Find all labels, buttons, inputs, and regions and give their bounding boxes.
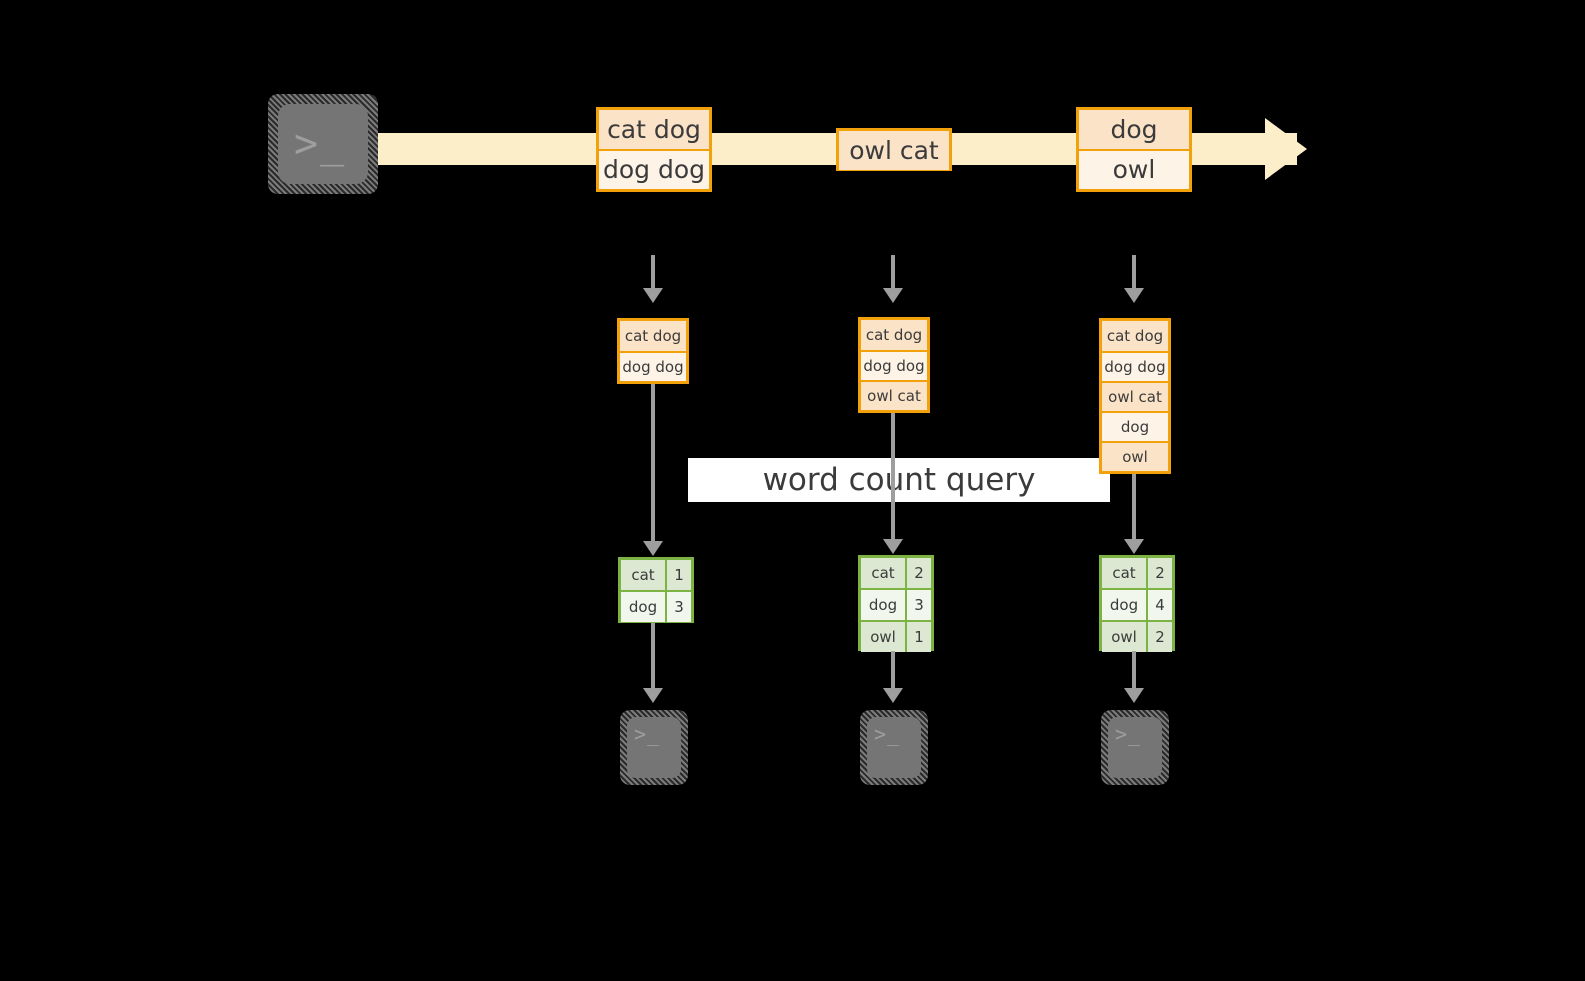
sink-terminal-3[interactable]: >_ — [1101, 710, 1169, 785]
input-line: cat dog — [620, 321, 686, 351]
sink-line-1 — [651, 623, 655, 691]
terminal-screen — [278, 104, 368, 184]
result-row: cat 1 — [621, 560, 691, 590]
record-line: owl cat — [839, 131, 949, 170]
feed-arrowhead-1 — [643, 288, 663, 303]
feed-arrowhead-2 — [883, 288, 903, 303]
query-arrowhead-3 — [1124, 539, 1144, 554]
feed-line-2 — [891, 255, 895, 293]
result-row: cat 2 — [1102, 558, 1172, 588]
sink-arrowhead-2 — [883, 688, 903, 703]
snapshot-2-result-table[interactable]: cat 2 dog 3 owl 1 — [858, 555, 934, 652]
terminal-prompt-icon: >_ — [874, 722, 901, 746]
record-line: cat dog — [599, 110, 709, 149]
stream-record-1[interactable]: cat dog dog dog — [596, 107, 712, 192]
snapshot-1-input-table[interactable]: cat dog dog dog — [617, 318, 689, 384]
query-arrowhead-2 — [883, 539, 903, 554]
terminal-prompt-icon: >_ — [634, 722, 661, 746]
result-count: 3 — [665, 592, 691, 622]
banner-label: word count query — [762, 462, 1036, 498]
result-row: dog 3 — [621, 590, 691, 622]
result-count: 2 — [1146, 622, 1172, 652]
stream-record-2[interactable]: owl cat — [836, 128, 952, 171]
result-row: owl 1 — [861, 620, 931, 652]
terminal-screen — [627, 717, 681, 778]
sink-terminal-1[interactable]: >_ — [620, 710, 688, 785]
result-word: dog — [621, 592, 665, 622]
input-line: owl cat — [1102, 381, 1168, 411]
result-count: 3 — [905, 590, 931, 620]
sink-terminal-2[interactable]: >_ — [860, 710, 928, 785]
result-count: 2 — [905, 558, 931, 588]
query-line-3 — [1132, 474, 1136, 544]
result-count: 1 — [905, 622, 931, 652]
record-line: dog dog — [599, 149, 709, 188]
terminal-prompt-icon: >_ — [294, 121, 347, 167]
record-line: owl — [1079, 149, 1189, 188]
feed-line-3 — [1132, 255, 1136, 293]
input-line: dog dog — [1102, 351, 1168, 381]
feed-arrowhead-3 — [1124, 288, 1144, 303]
word-count-query-banner: word count query — [688, 458, 1110, 502]
sink-line-2 — [891, 651, 895, 691]
sink-arrowhead-1 — [643, 688, 663, 703]
snapshot-2-input-table[interactable]: cat dog dog dog owl cat — [858, 317, 930, 413]
result-row: dog 3 — [861, 588, 931, 620]
result-word: dog — [1102, 590, 1146, 620]
result-word: dog — [861, 590, 905, 620]
query-arrowhead-1 — [643, 541, 663, 556]
input-line: owl — [1102, 441, 1168, 471]
result-count: 1 — [665, 560, 691, 590]
result-word: owl — [1102, 622, 1146, 652]
snapshot-1-result-table[interactable]: cat 1 dog 3 — [618, 557, 694, 623]
source-terminal[interactable]: >_ — [268, 94, 378, 194]
result-count: 4 — [1146, 590, 1172, 620]
feed-line-1 — [651, 255, 655, 293]
terminal-screen — [1108, 717, 1162, 778]
result-word: owl — [861, 622, 905, 652]
input-line: dog — [1102, 411, 1168, 441]
input-line: cat dog — [861, 320, 927, 350]
input-line: dog dog — [620, 351, 686, 381]
terminal-prompt-icon: >_ — [1115, 722, 1142, 746]
result-word: cat — [861, 558, 905, 588]
result-word: cat — [621, 560, 665, 590]
result-row: dog 4 — [1102, 588, 1172, 620]
sink-line-3 — [1132, 651, 1136, 691]
input-line: owl cat — [861, 380, 927, 410]
query-line-2 — [891, 413, 895, 544]
result-row: cat 2 — [861, 558, 931, 588]
stream-record-3[interactable]: dog owl — [1076, 107, 1192, 192]
snapshot-3-input-table[interactable]: cat dog dog dog owl cat dog owl — [1099, 318, 1171, 474]
input-line: cat dog — [1102, 321, 1168, 351]
input-line: dog dog — [861, 350, 927, 380]
record-line: dog — [1079, 110, 1189, 149]
terminal-screen — [867, 717, 921, 778]
result-row: owl 2 — [1102, 620, 1172, 652]
sink-arrowhead-3 — [1124, 688, 1144, 703]
result-count: 2 — [1146, 558, 1172, 588]
query-line-1 — [651, 384, 655, 544]
snapshot-3-result-table[interactable]: cat 2 dog 4 owl 2 — [1099, 555, 1175, 652]
stream-arrow-head — [1265, 118, 1307, 180]
result-word: cat — [1102, 558, 1146, 588]
